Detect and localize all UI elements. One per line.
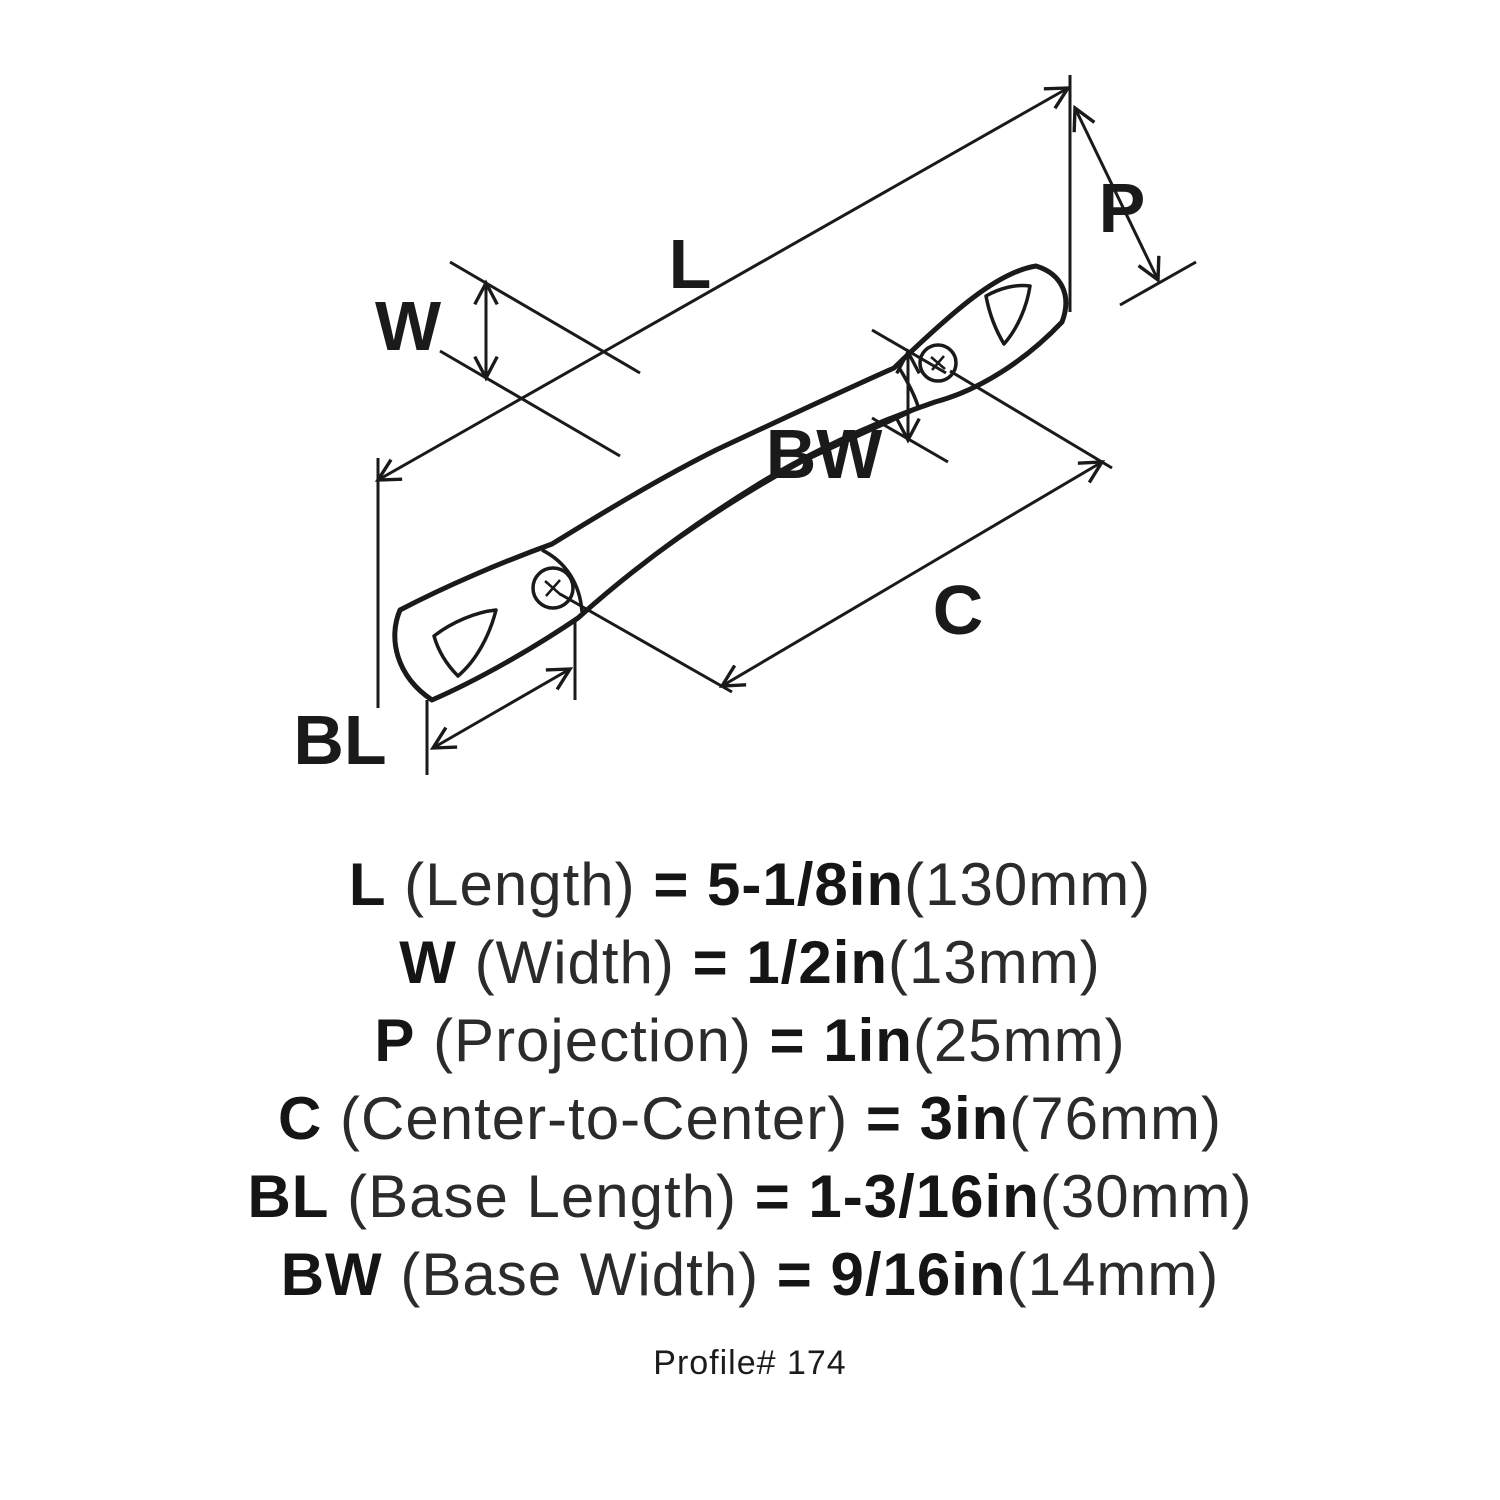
p-dimension-line bbox=[1075, 108, 1158, 280]
spec-imperial-value: 1in bbox=[823, 1007, 913, 1074]
spec-abbr: C bbox=[278, 1085, 323, 1152]
spec-name: (Base Width) bbox=[400, 1241, 760, 1308]
spec-metric-value: (30mm) bbox=[1039, 1163, 1253, 1230]
overlay-dimension-lines bbox=[559, 328, 1113, 694]
right-foot-inlay-triangle bbox=[984, 283, 1032, 346]
spec-row-base-length: BL (Base Length) = 1-3/16in(30mm) bbox=[0, 1158, 1500, 1236]
w-extension-bottom bbox=[439, 349, 621, 458]
spec-imperial-value: 1/2in bbox=[746, 929, 889, 996]
spec-equals: = bbox=[776, 1241, 813, 1308]
spec-name: (Projection) bbox=[433, 1007, 752, 1074]
spec-abbr: BL bbox=[247, 1163, 330, 1230]
l-dimension-line bbox=[378, 88, 1068, 480]
spec-metric-value: (13mm) bbox=[888, 929, 1101, 996]
spec-row-length: L (Length) = 5-1/8in(130mm) bbox=[0, 846, 1500, 924]
label-length: L bbox=[669, 225, 712, 303]
specifications-list: L (Length) = 5-1/8in(130mm) W (Width) = … bbox=[0, 846, 1500, 1314]
label-center-to-center: C bbox=[933, 571, 984, 649]
dimension-labels: L W P BW C BL bbox=[293, 169, 1145, 779]
spec-name: (Center-to-Center) bbox=[340, 1085, 849, 1152]
spec-imperial-value: 5-1/8in bbox=[707, 851, 905, 918]
spec-metric-value: (76mm) bbox=[1009, 1085, 1222, 1152]
spec-equals: = bbox=[692, 929, 729, 996]
dimension-diagram: L W P BW C BL bbox=[293, 75, 1197, 779]
spec-equals: = bbox=[653, 851, 690, 918]
spec-abbr: W bbox=[399, 929, 457, 996]
spec-abbr: L bbox=[348, 851, 387, 918]
label-projection: P bbox=[1099, 169, 1146, 247]
c-extension-left bbox=[559, 592, 733, 694]
spec-metric-value: (130mm) bbox=[904, 851, 1152, 918]
c-extension-right bbox=[949, 369, 1113, 470]
label-base-length: BL bbox=[293, 701, 386, 779]
spec-metric-value: (14mm) bbox=[1006, 1241, 1220, 1308]
spec-imperial-value: 3in bbox=[919, 1085, 1010, 1152]
spec-row-width: W (Width) = 1/2in(13mm) bbox=[0, 924, 1500, 1002]
spec-equals: = bbox=[754, 1163, 791, 1230]
spec-row-base-width: BW (Base Width) = 9/16in(14mm) bbox=[0, 1236, 1500, 1314]
left-foot-inlay-triangle bbox=[432, 608, 498, 678]
c-dimension-line bbox=[722, 462, 1102, 686]
spec-abbr: BW bbox=[280, 1241, 383, 1308]
spec-row-center-to-center: C (Center-to-Center) = 3in(76mm) bbox=[0, 1080, 1500, 1158]
spec-imperial-value: 1-3/16in bbox=[808, 1163, 1040, 1230]
spec-equals: = bbox=[865, 1085, 902, 1152]
spec-abbr: P bbox=[374, 1007, 416, 1074]
bl-dimension-line bbox=[433, 669, 570, 748]
spec-metric-value: (25mm) bbox=[912, 1007, 1126, 1074]
spec-name: (Base Length) bbox=[347, 1163, 738, 1230]
w-extension-top bbox=[449, 260, 641, 375]
bw-extension-bottom bbox=[871, 416, 949, 464]
left-screw-slot bbox=[544, 579, 562, 597]
spec-name: (Width) bbox=[474, 929, 675, 996]
p-extension-surface bbox=[1119, 260, 1197, 307]
handle-grip-ridge bbox=[596, 404, 923, 602]
label-base-width: BW bbox=[766, 415, 883, 493]
spec-imperial-value: 9/16in bbox=[830, 1241, 1007, 1308]
spec-name: (Length) bbox=[404, 851, 636, 918]
spec-row-projection: P (Projection) = 1in(25mm) bbox=[0, 1002, 1500, 1080]
dimension-arrows bbox=[378, 88, 1158, 748]
profile-number: Profile# 174 bbox=[653, 1344, 847, 1382]
label-width: W bbox=[375, 287, 441, 365]
spec-equals: = bbox=[769, 1007, 806, 1074]
